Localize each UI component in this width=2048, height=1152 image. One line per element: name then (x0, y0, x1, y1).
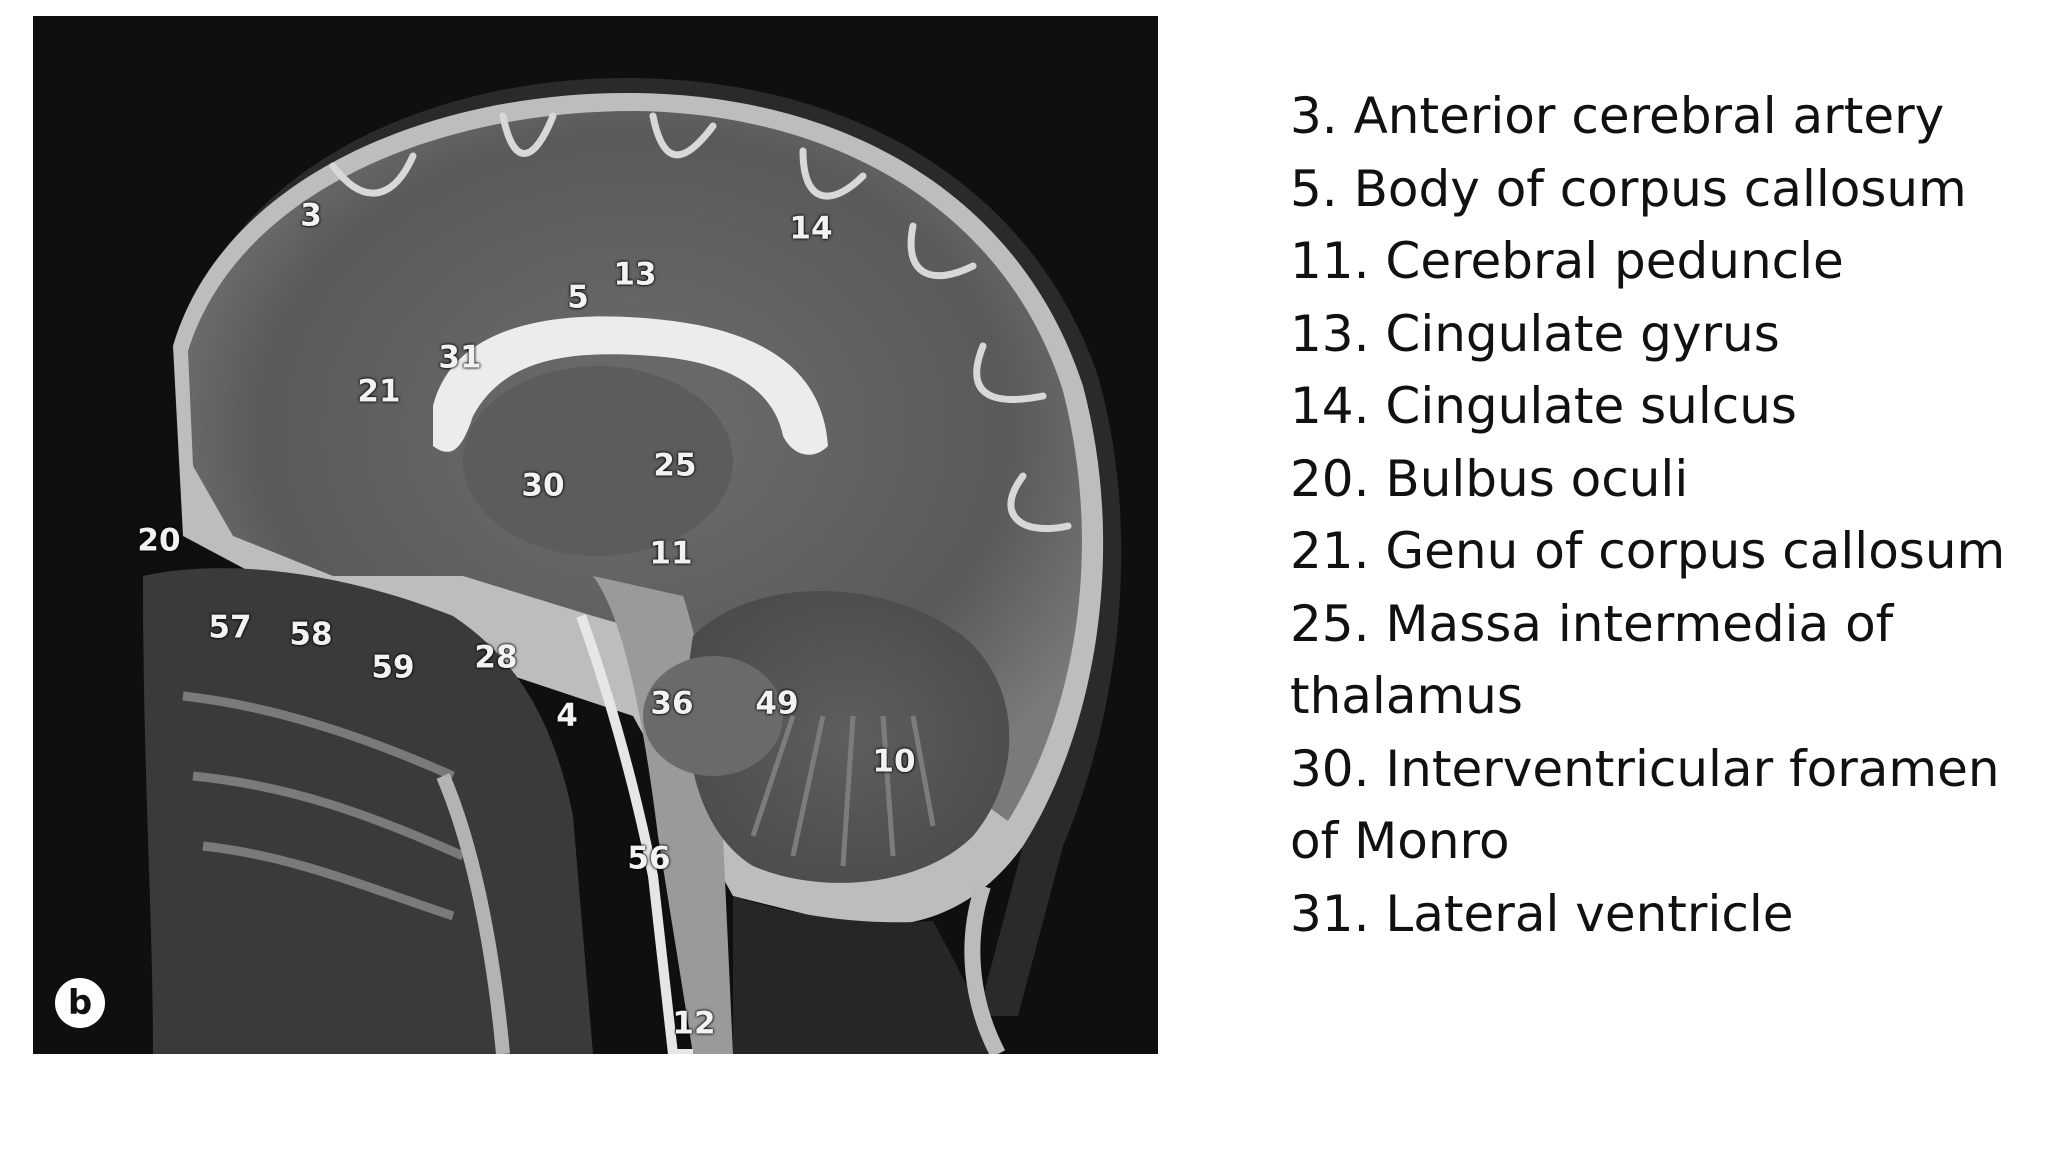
brain-illustration (143, 77, 1122, 1054)
label-4: 4 (556, 697, 578, 734)
label-49: 49 (755, 685, 799, 722)
label-31: 31 (438, 339, 482, 376)
label-20: 20 (137, 522, 181, 559)
legend-item: 30. Interventricular foramen of Monro (1290, 739, 2000, 871)
legend-item: 14. Cingulate sulcus (1290, 377, 1797, 435)
label-14: 14 (789, 210, 833, 247)
label-legend: 3. Anterior cerebral artery 5. Body of c… (1290, 80, 2010, 950)
legend-item: 3. Anterior cerebral artery (1290, 87, 1945, 145)
legend-item: 20. Bulbus oculi (1290, 449, 1689, 508)
label-56: 56 (627, 840, 671, 877)
label-59: 59 (371, 649, 415, 686)
label-28: 28 (474, 639, 518, 676)
label-12: 12 (672, 1005, 716, 1042)
label-58: 58 (289, 616, 333, 653)
label-5: 5 (567, 279, 589, 316)
legend-item: 13. Cingulate gyrus (1290, 304, 1780, 363)
label-30: 30 (521, 467, 565, 504)
label-13: 13 (613, 256, 657, 293)
label-11: 11 (649, 535, 693, 572)
legend-item: 31. Lateral ventricle (1290, 884, 1794, 943)
label-36: 36 (650, 685, 694, 722)
mri-sagittal-image: 3 14 13 5 31 21 30 25 11 20 57 58 59 28 … (33, 16, 1158, 1054)
label-21: 21 (357, 373, 401, 410)
label-25: 25 (653, 447, 697, 484)
legend-item: 21. Genu of corpus callosum (1290, 522, 2006, 580)
label-10: 10 (872, 743, 916, 780)
legend-item: 11. Cerebral peduncle (1290, 232, 1844, 290)
panel-letter-badge: b (55, 978, 105, 1028)
label-3: 3 (300, 197, 322, 234)
legend-item: 25. Massa intermedia of thalamus (1290, 594, 1894, 726)
label-57: 57 (208, 609, 252, 646)
legend-item: 5. Body of corpus callosum (1290, 159, 1967, 218)
